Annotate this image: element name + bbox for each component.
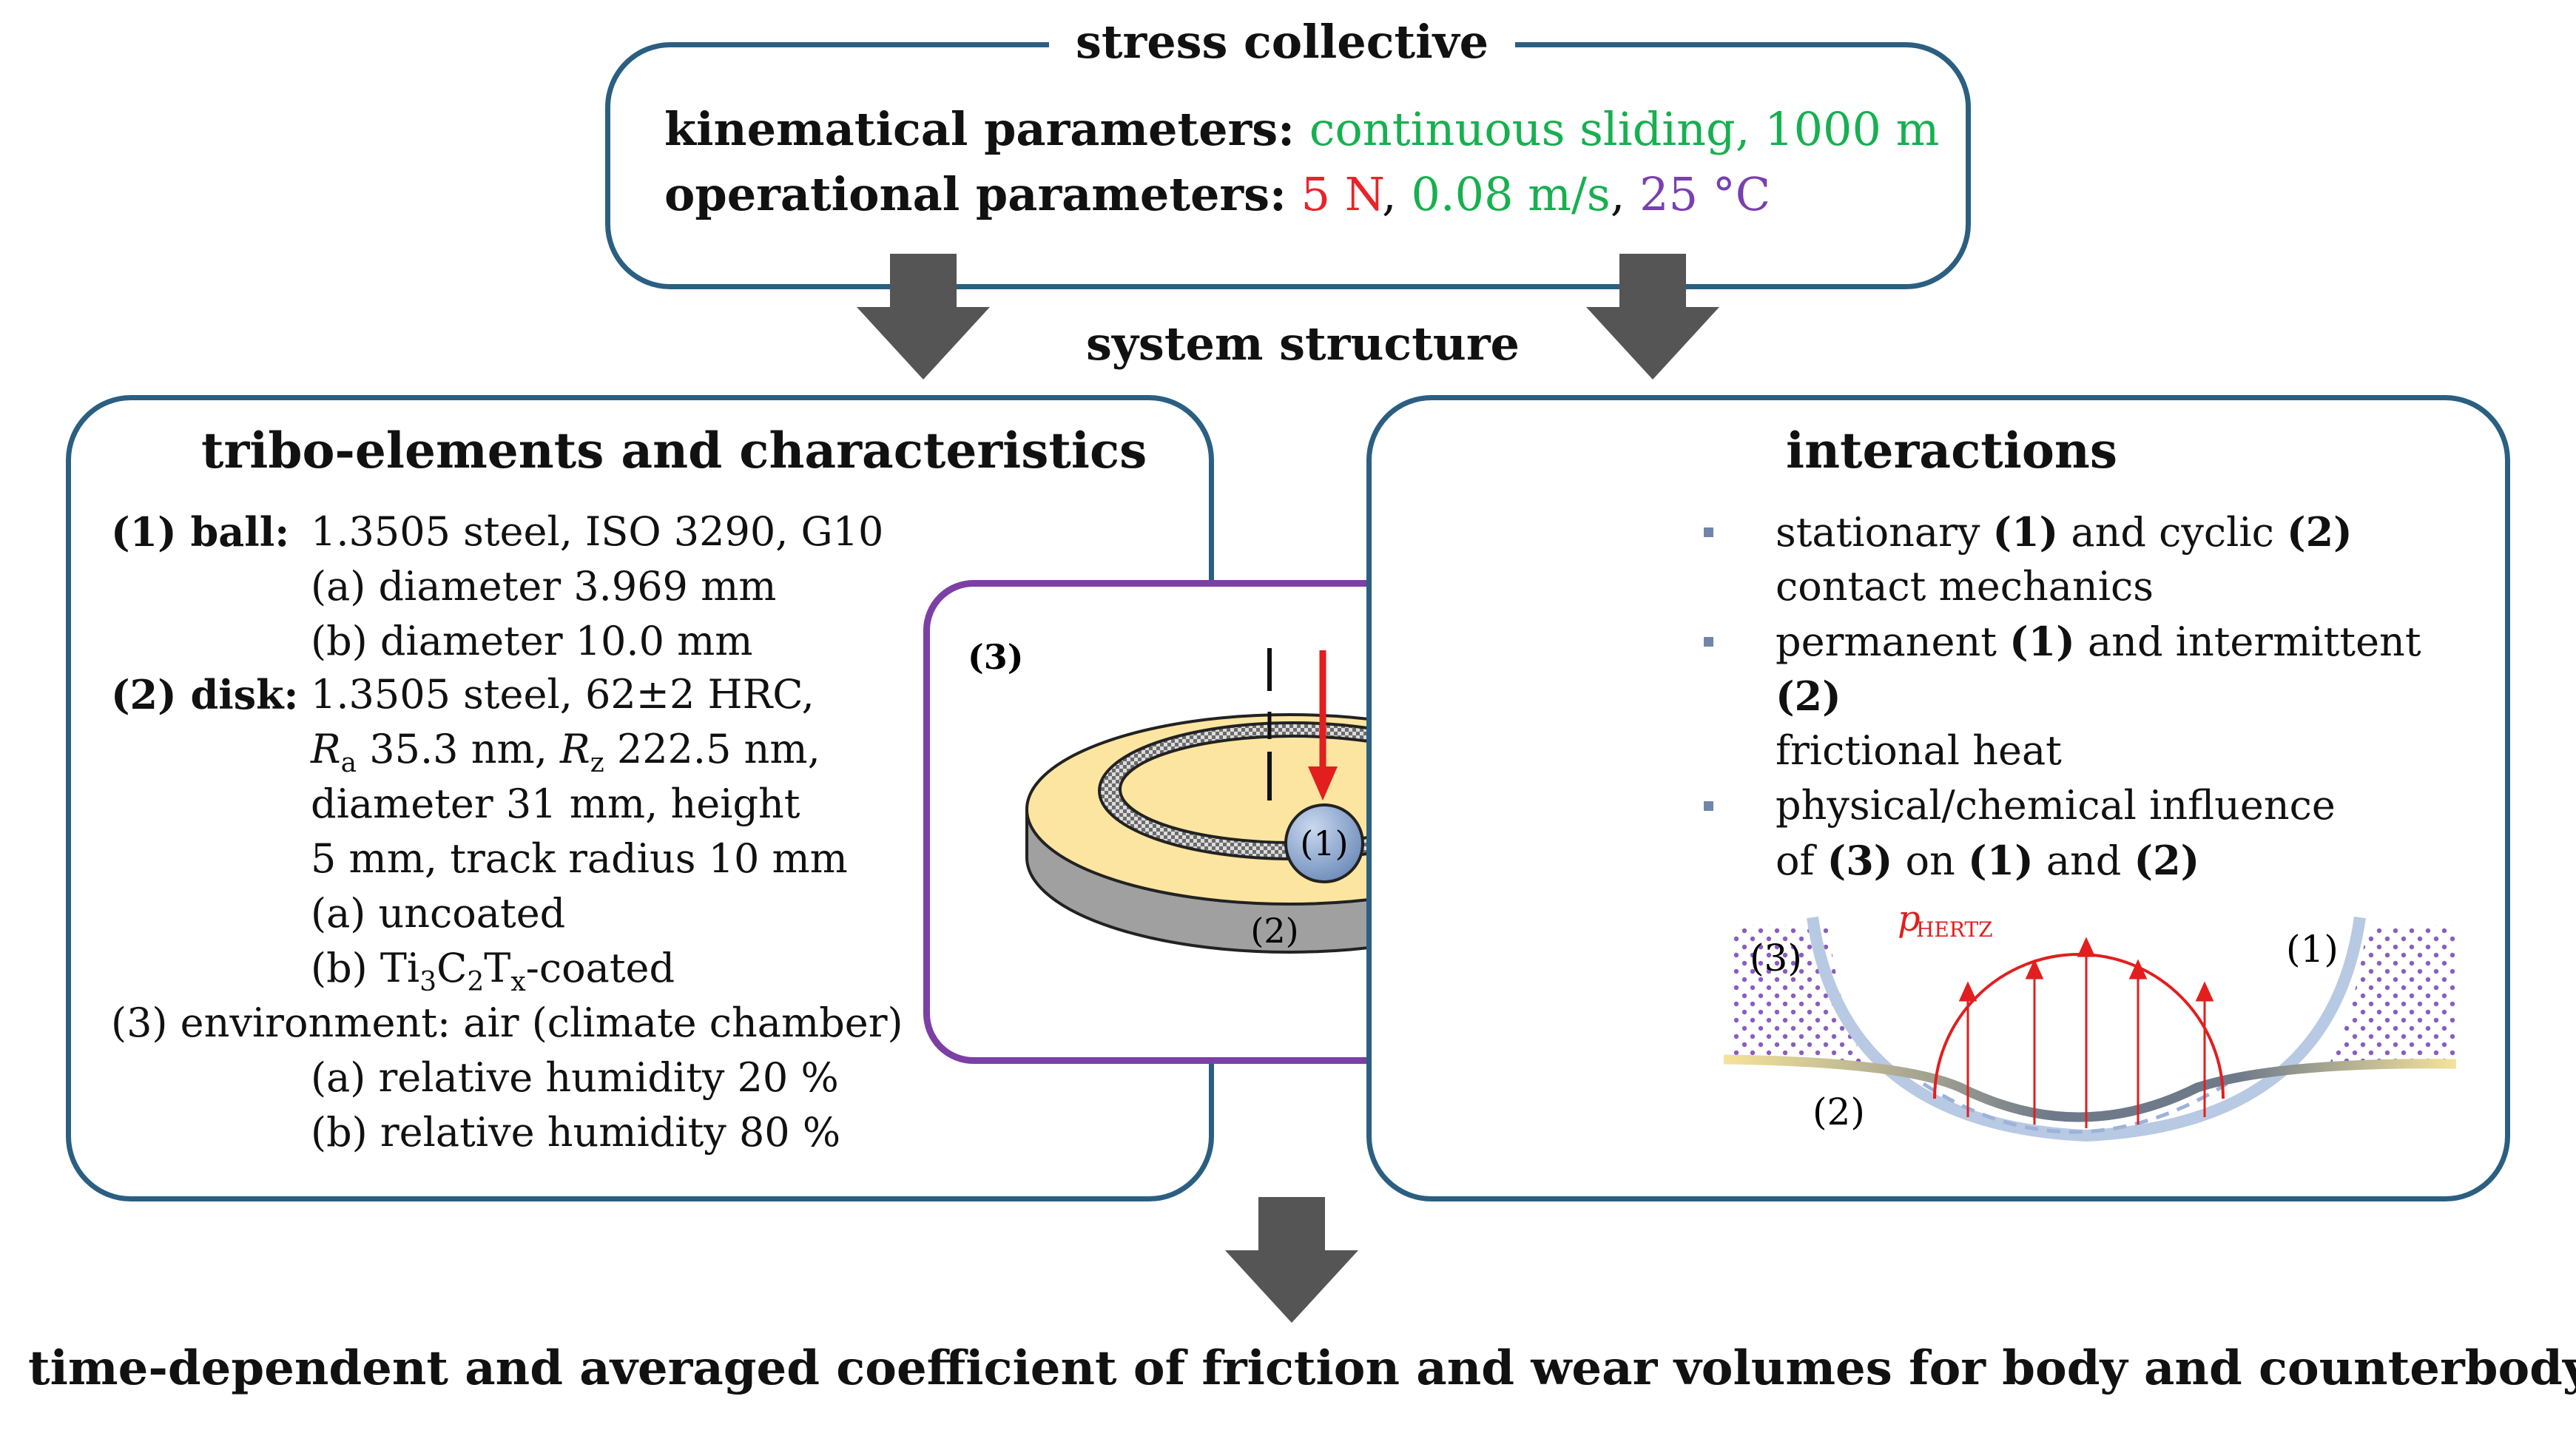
arrow-down-right (1586, 254, 1719, 380)
stress-collective-title: stress collective (1049, 15, 1516, 69)
bullet-3 (1704, 801, 1713, 811)
environment: (3) environment: air (climate chamber) (111, 1000, 903, 1046)
speed-value: 0.08 m/s (1411, 167, 1611, 221)
interaction-3-line2: of (3) on (1) and (2) (1776, 837, 2200, 884)
ball-diameter-b: (b) diameter 10.0 mm (311, 618, 753, 664)
system-structure-title: system structure (1086, 317, 1520, 371)
separator: , (1610, 167, 1640, 221)
operational-parameters-line: operational parameters: 5 N, 0.08 m/s, 2… (664, 172, 1770, 218)
disk-roughness: Ra 35.3 nm, Rz 222.5 nm, (311, 726, 820, 778)
load-value: 5 N (1301, 167, 1383, 221)
ball-outline (1807, 916, 2366, 1142)
setup-label-1: (1) (1300, 823, 1348, 863)
humidity-b: (b) relative humidity 80 % (311, 1109, 841, 1156)
disk-uncoated: (a) uncoated (311, 890, 566, 937)
hertz-contact-illustration: p HERTZ (3) (1) (2) (1723, 903, 2457, 1142)
ball-diameter-a: (a) diameter 3.969 mm (311, 563, 777, 610)
stress-collective-box (605, 42, 1971, 289)
interaction-2-line2: (2) (1776, 673, 1841, 720)
kinematical-parameters-line: kinematical parameters: continuous slidi… (664, 107, 1939, 152)
bullet-2 (1704, 637, 1713, 647)
temperature-value: 25 °C (1639, 167, 1771, 221)
ball-material: 1.3505 steel, ISO 3290, G10 (311, 508, 884, 555)
kinematical-value: continuous sliding, 1000 m (1309, 102, 1940, 156)
separator: , (1382, 167, 1412, 221)
disk-material: 1.3505 steel, 62±2 HRC, (311, 671, 815, 718)
pressure-symbol: p (1898, 903, 1921, 940)
disk-dimensions-1: diameter 31 mm, height (311, 781, 800, 827)
arrow-down-bottom (1225, 1197, 1358, 1323)
interactions-title: interactions (1786, 422, 2117, 479)
interaction-1-line2: contact mechanics (1776, 563, 2154, 610)
contact-label-2: (2) (1813, 1091, 1865, 1133)
pressure-subscript: HERTZ (1916, 917, 1993, 942)
ball (1284, 803, 1364, 883)
contact-label-3: (3) (1750, 937, 1802, 980)
kinematical-label: kinematical parameters: (664, 102, 1295, 156)
disk-coated: (b) Ti3C2Tx-coated (311, 945, 675, 997)
interaction-2-line3: frictional heat (1776, 727, 2062, 774)
result-question: time-dependent and averaged coefficient … (28, 1341, 2576, 1396)
setup-label-3: (3) (968, 637, 1024, 677)
interaction-2: permanent (1) and intermittent (1776, 618, 2421, 665)
bullet-1 (1704, 527, 1713, 537)
disk-dimensions-2: 5 mm, track radius 10 mm (311, 835, 848, 882)
interaction-3: physical/chemical influence (1776, 782, 2336, 829)
humidity-a: (a) relative humidity 20 % (311, 1054, 839, 1101)
deformed-surface (1723, 1054, 2457, 1122)
contact-label-1: (1) (2286, 928, 2339, 971)
disk-label: (2) disk: (111, 671, 299, 718)
setup-label-2: (2) (1250, 911, 1298, 951)
ball-label: (1) ball: (111, 508, 290, 556)
arrow-down-left (857, 254, 990, 380)
operational-label: operational parameters: (664, 167, 1287, 221)
tribo-elements-title: tribo-elements and characteristics (201, 422, 1147, 479)
interaction-1: stationary (1) and cyclic (2) (1776, 508, 2353, 556)
